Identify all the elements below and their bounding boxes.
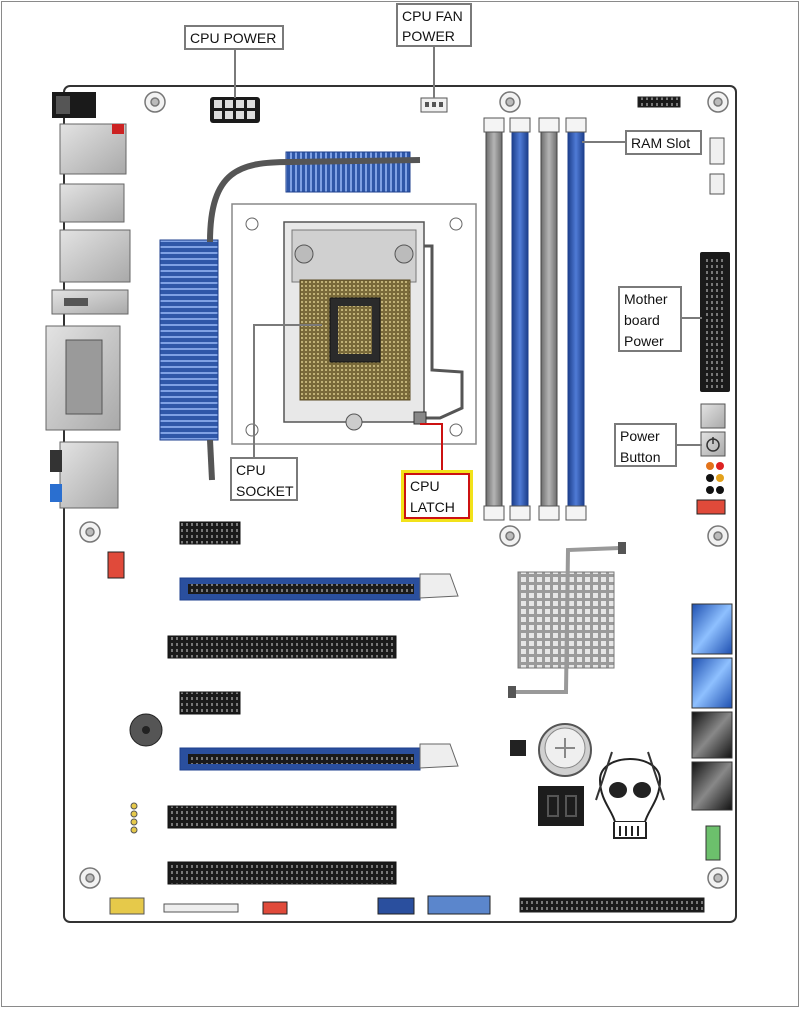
debug-display <box>538 786 584 826</box>
label-cpu-power: CPU POWER <box>184 25 284 50</box>
label-motherboard-power: Mother board Power <box>618 286 682 352</box>
label-power-button: Power Button <box>614 423 677 467</box>
cmos-battery <box>539 724 591 776</box>
rear-io-ports <box>46 92 130 508</box>
label-ram-slot: RAM Slot <box>625 130 702 155</box>
label-cpu-fan-power: CPU FAN POWER <box>396 3 472 47</box>
cpu-power-connector <box>210 97 260 123</box>
label-cpu-latch: CPU LATCH <box>404 473 470 519</box>
motherboard-power-connector <box>700 252 730 392</box>
rear-right-ports <box>692 604 732 810</box>
label-cpu-socket: CPU SOCKET <box>230 457 298 501</box>
jumper <box>510 740 526 756</box>
red-fan-header <box>108 552 124 578</box>
